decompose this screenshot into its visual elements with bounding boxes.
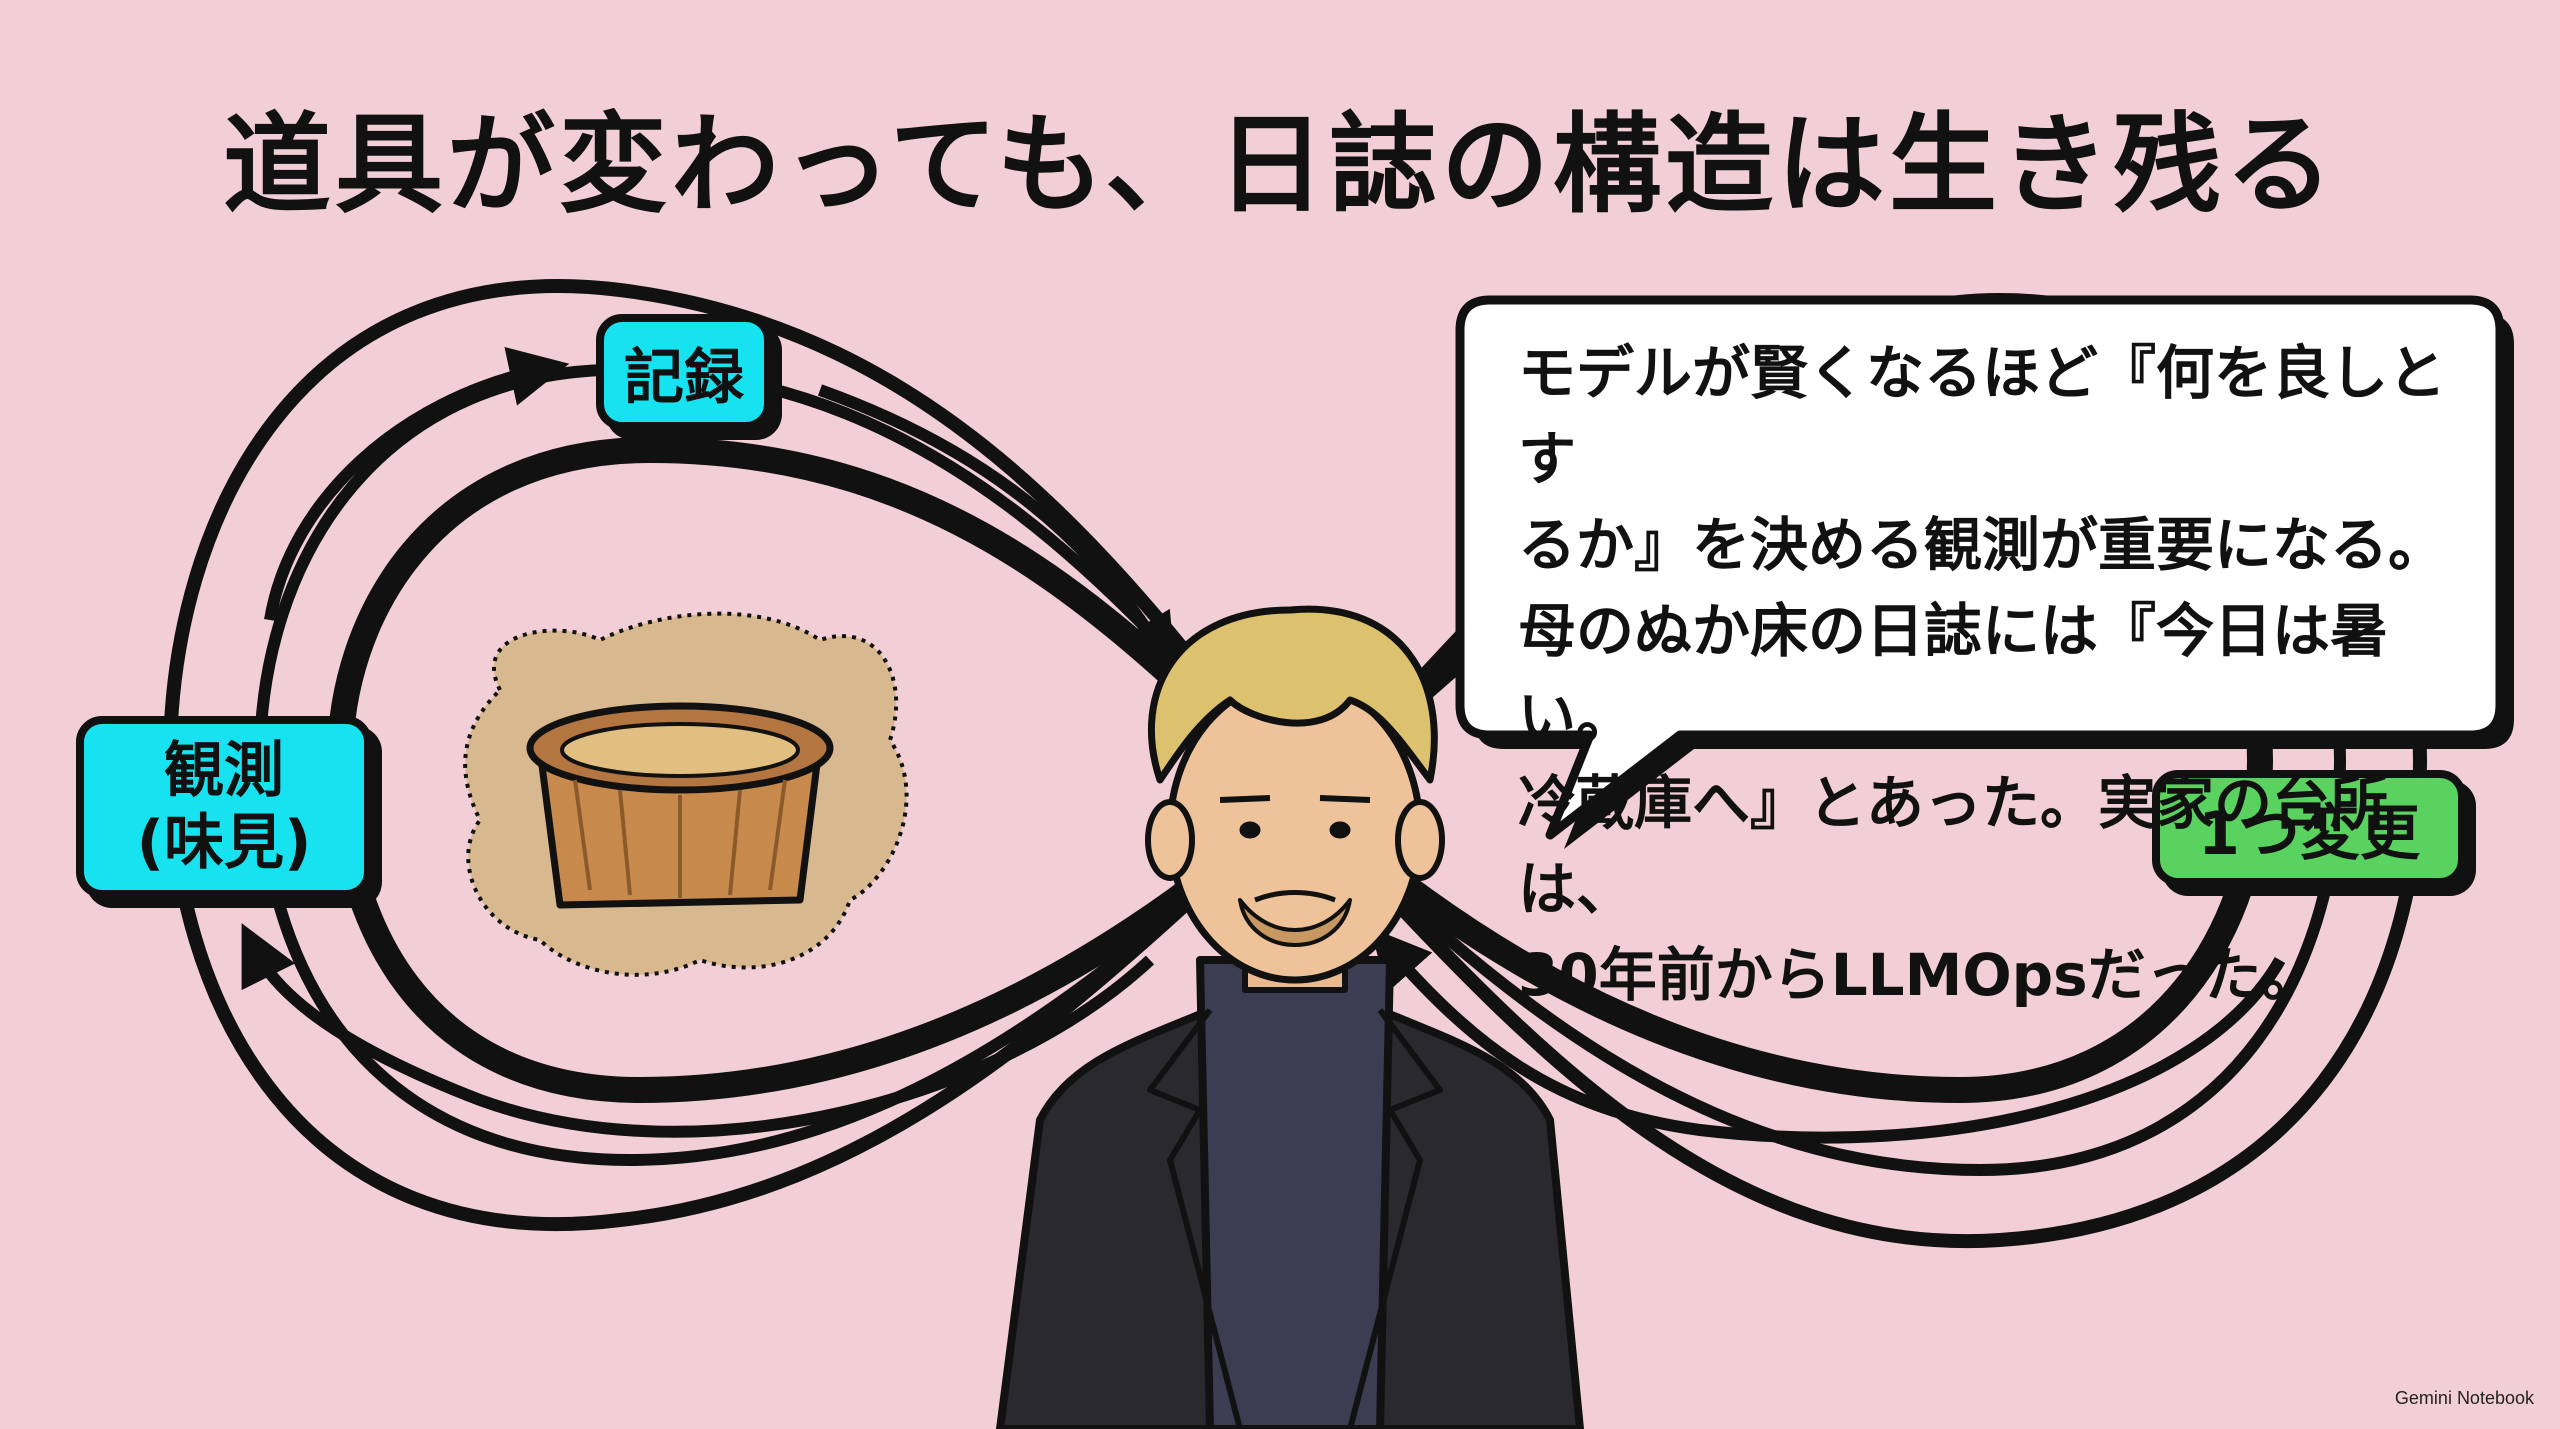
lapel-right: [1347, 1008, 1443, 1429]
slide-title: 道具が変わっても、日誌の構造は生き残る: [223, 103, 2337, 228]
lapel-left: [1147, 1008, 1243, 1429]
beard: [1238, 898, 1352, 947]
arrow-center-to-observe: [241, 923, 1155, 1138]
hair: [1148, 605, 1438, 784]
observe-label-line2: (味見): [136, 808, 312, 878]
observe-label: 観測 (味見): [76, 716, 372, 898]
speech-bubble: [1455, 295, 2514, 849]
arrow-to-record: [264, 346, 570, 621]
flow-arrows: [241, 346, 2286, 1144]
record-label-text: 記録: [624, 342, 744, 413]
change-label: 1つ変更: [2152, 770, 2466, 886]
turtleneck: [1196, 956, 1394, 1429]
change-label-text: 1つ変更: [2198, 798, 2420, 869]
arrow-record-to-center: [817, 384, 1176, 676]
speech-text: モデルが賢くなるほど『何を良しとす るか』を決める観測が重要になる。 母のぬか床…: [1518, 339, 2447, 1009]
person-illustration: [996, 605, 1584, 1429]
nuka-surface: [560, 722, 800, 778]
record-label: 記録: [596, 314, 772, 430]
arrow-change-to-center: [1370, 927, 2286, 1144]
nukadoko-illustration: [463, 611, 909, 977]
observe-label-line1: 観測: [164, 736, 284, 806]
credit-text: Gemini Notebook: [2394, 1388, 2534, 1408]
